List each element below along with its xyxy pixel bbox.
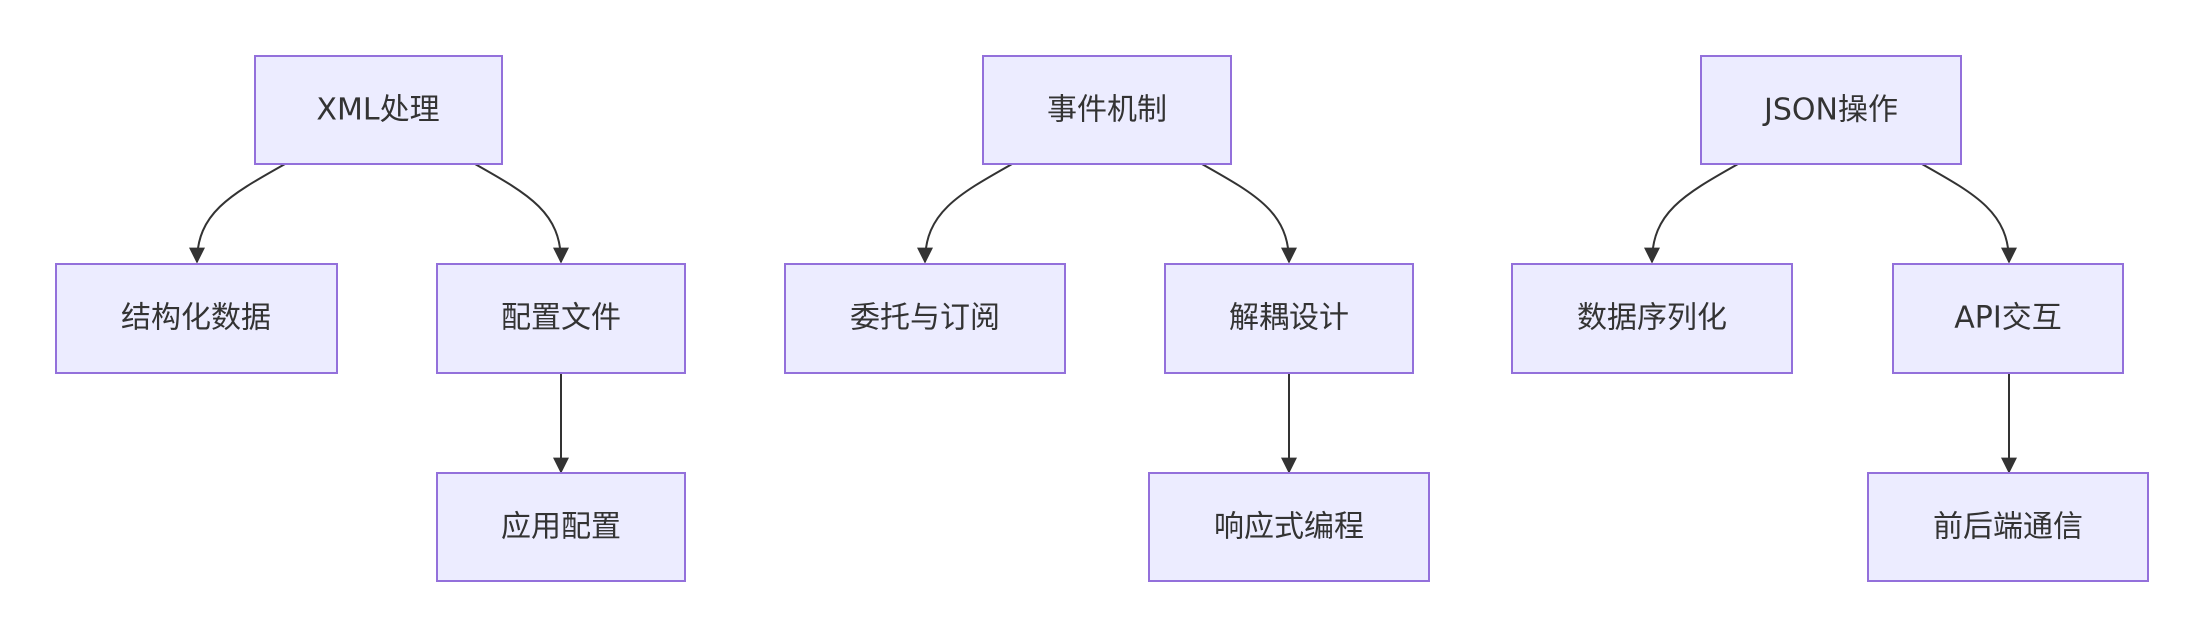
node-xml-processing-label: XML处理 [316,93,439,128]
node-data-serialization: 数据序列化 [1511,263,1793,374]
edge-event-to-decouple [1201,163,1297,264]
node-xml-processing: XML处理 [254,55,503,165]
node-reactive-programming-label: 响应式编程 [1214,510,1364,545]
node-delegate-subscribe-label: 委托与订阅 [850,301,1000,336]
node-json-operations: JSON操作 [1700,55,1962,165]
edge-xml-to-config-file [474,163,569,264]
node-event-mechanism: 事件机制 [982,55,1232,165]
edge-event-to-delegate [917,163,1013,264]
node-config-file-label: 配置文件 [501,301,621,336]
node-api-interaction: API交互 [1892,263,2124,374]
node-event-mechanism-label: 事件机制 [1047,93,1167,128]
node-reactive-programming: 响应式编程 [1148,472,1430,582]
node-api-interaction-label: API交互 [1954,301,2061,336]
edge-xml-to-structured-data [189,163,286,264]
edge-json-to-api [1921,163,2017,264]
node-json-operations-label: JSON操作 [1762,93,1898,128]
node-data-serialization-label: 数据序列化 [1577,301,1727,336]
node-decoupled-design-label: 解耦设计 [1229,301,1349,336]
edge-json-to-serialize [1644,163,1739,264]
node-decoupled-design: 解耦设计 [1164,263,1414,374]
node-frontend-backend-communication: 前后端通信 [1867,472,2149,582]
node-delegate-subscribe: 委托与订阅 [784,263,1066,374]
node-config-file: 配置文件 [436,263,686,374]
node-app-config-label: 应用配置 [501,510,621,545]
node-app-config: 应用配置 [436,472,686,582]
node-structured-data: 结构化数据 [55,263,338,374]
node-structured-data-label: 结构化数据 [121,301,271,336]
node-frontend-backend-communication-label: 前后端通信 [1933,510,2083,545]
